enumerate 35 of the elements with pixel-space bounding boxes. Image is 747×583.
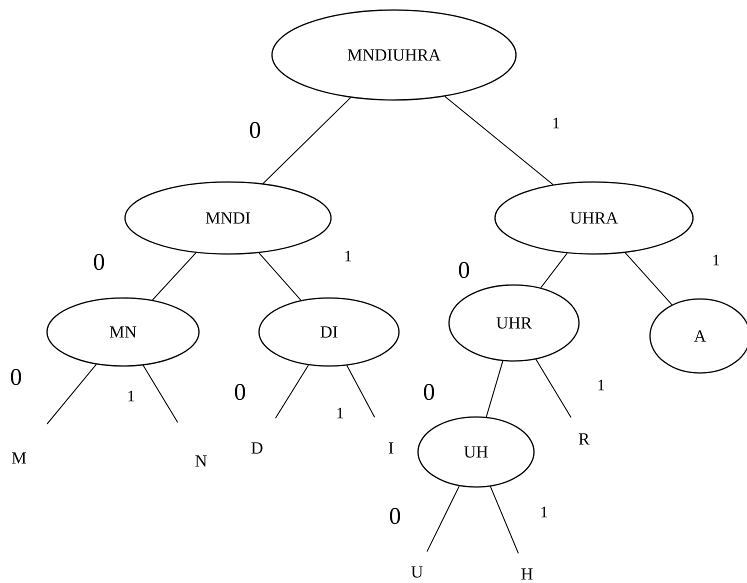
- tree-branch: [444, 96, 554, 186]
- edge-label: 0: [388, 506, 402, 526]
- edge-label: 1: [343, 250, 353, 262]
- edge-label: 1: [596, 378, 606, 392]
- tree-branch: [540, 252, 568, 288]
- tree-branch: [490, 486, 519, 554]
- edge-label: 0: [248, 120, 262, 140]
- leaf-label: M: [12, 452, 26, 464]
- tree-branch: [535, 358, 572, 418]
- edge-label: 0: [457, 260, 471, 280]
- edge-label: 0: [92, 252, 106, 272]
- tree-branch: [486, 360, 504, 418]
- tree-branch: [262, 97, 352, 184]
- tree-branch: [275, 364, 309, 419]
- leaf-label: D: [251, 442, 262, 454]
- edge-label: 1: [126, 390, 136, 402]
- tree-branch: [624, 252, 672, 306]
- edge-label: 1: [711, 254, 721, 266]
- edge-label: 0: [9, 368, 23, 386]
- tree-branch: [46, 364, 97, 424]
- tree-branch: [426, 486, 460, 552]
- leaf-label: N: [195, 455, 207, 467]
- leaf-label: U: [411, 566, 423, 578]
- tree-branch: [152, 252, 196, 300]
- leaf-label: R: [578, 433, 590, 445]
- edge-label: 1: [551, 116, 561, 130]
- tree-branch: [346, 365, 376, 418]
- edge-label: 0: [422, 382, 436, 402]
- tree-branch: [258, 252, 302, 301]
- edge-label: 0: [233, 382, 247, 402]
- edge-label: 1: [335, 406, 345, 420]
- edge-label: 1: [539, 506, 549, 518]
- tree-branch: [142, 364, 178, 423]
- leaf-label: I: [388, 442, 394, 454]
- leaf-label: H: [521, 568, 533, 580]
